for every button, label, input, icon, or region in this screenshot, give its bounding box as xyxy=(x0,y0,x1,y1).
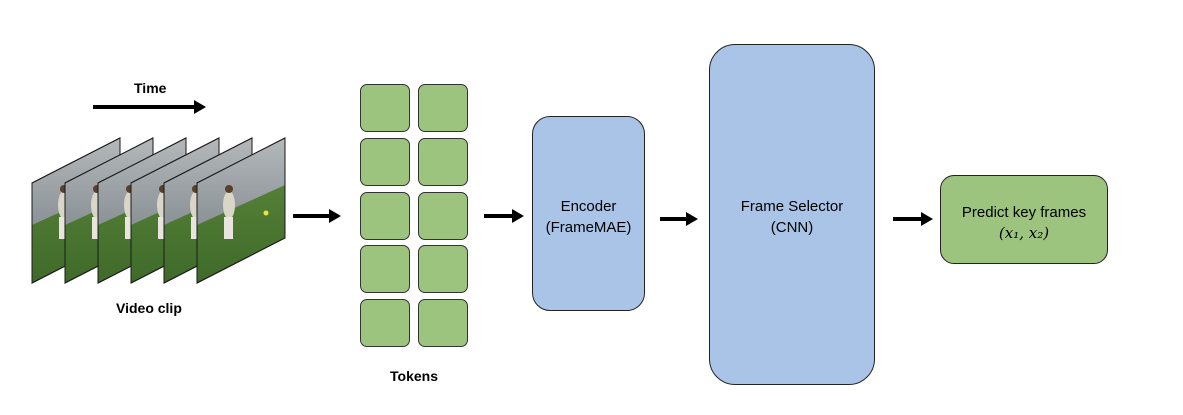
frame-selector-box: Frame Selector (CNN) xyxy=(709,44,875,385)
video-frames-image xyxy=(31,137,286,284)
frame-selector-subtitle: (CNN) xyxy=(770,219,814,236)
token xyxy=(418,299,468,347)
frame-selector-title: Frame Selector xyxy=(740,198,844,215)
token xyxy=(360,138,410,186)
token xyxy=(360,299,410,347)
predict-title: Predict key frames xyxy=(961,204,1087,221)
token xyxy=(360,192,410,240)
token xyxy=(360,245,410,293)
token xyxy=(418,138,468,186)
token xyxy=(418,192,468,240)
time-label: Time xyxy=(134,80,167,96)
token xyxy=(360,84,410,132)
token xyxy=(418,245,468,293)
video-clip-label: Video clip xyxy=(116,300,182,316)
video-frames-stack xyxy=(30,130,290,285)
encoder-title: Encoder xyxy=(560,198,617,215)
tokens-label: Tokens xyxy=(390,368,438,384)
predict-formula: (x₁, x₂) xyxy=(998,224,1050,242)
encoder-subtitle: (FrameMAE) xyxy=(545,219,632,236)
encoder-box: Encoder (FrameMAE) xyxy=(532,116,645,311)
predict-key-frames-box: Predict key frames (x₁, x₂) xyxy=(940,175,1108,264)
token xyxy=(418,84,468,132)
tokens-grid xyxy=(360,84,470,349)
